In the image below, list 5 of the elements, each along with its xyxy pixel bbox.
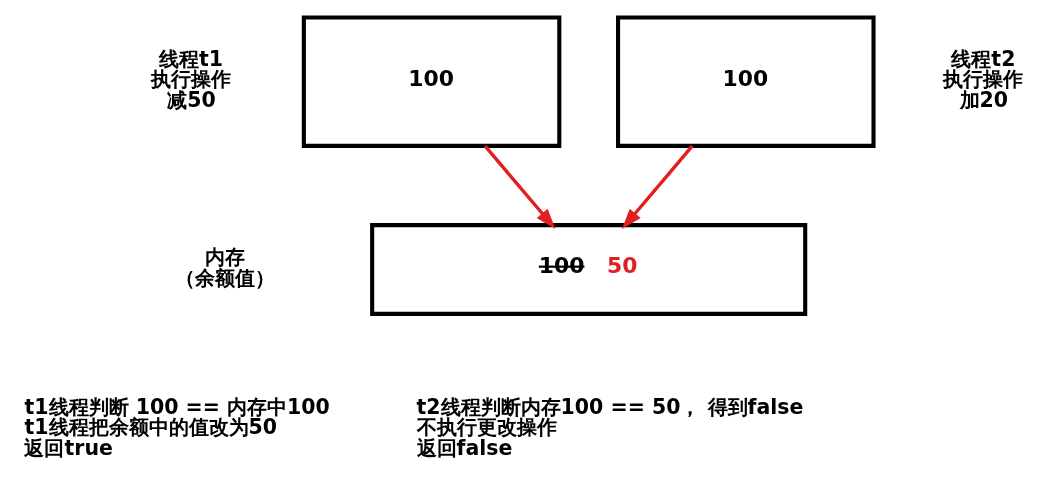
arrow (483, 144, 556, 229)
arrow (621, 144, 694, 229)
node-box: 100 (616, 14, 876, 148)
node-box: 100 (301, 14, 562, 148)
node-box: 100 50 (370, 222, 808, 316)
